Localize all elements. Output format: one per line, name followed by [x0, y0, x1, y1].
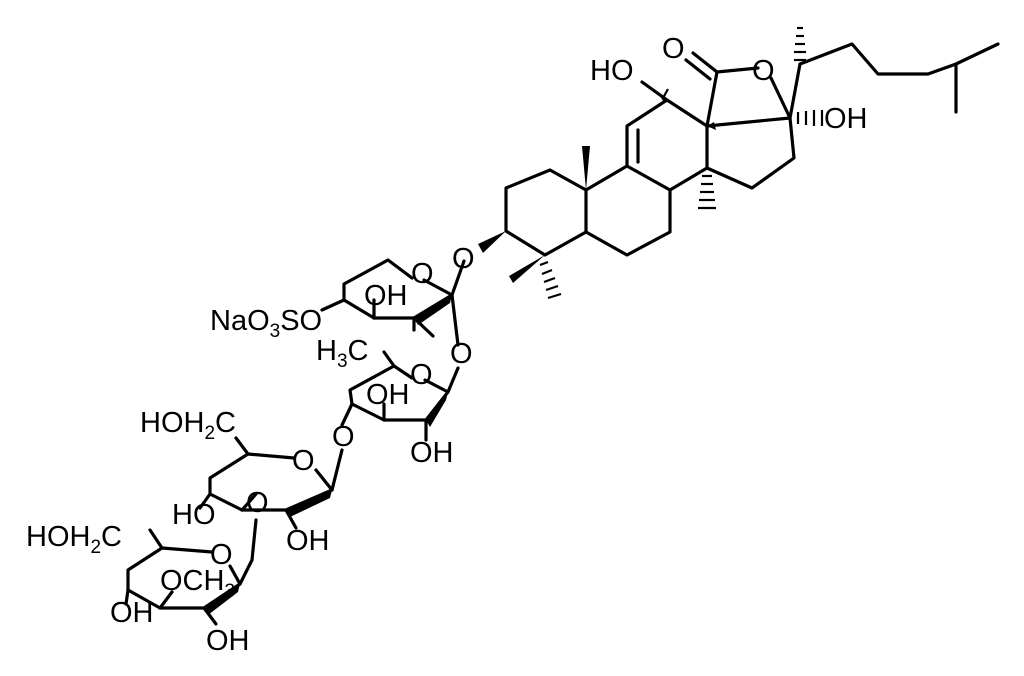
glucose-methylglucose-link-oxygen: O — [246, 487, 269, 519]
quinovose-hydroxyl-upper-label: OH — [366, 379, 410, 411]
lactone-ring-oxygen: O — [752, 55, 775, 87]
methylglucose-hydroxyl-left-label: OH — [110, 597, 154, 629]
c11-oh-bond — [640, 80, 669, 102]
c4-methyl-wedge — [509, 255, 545, 283]
xylose-ring-oxygen: O — [411, 258, 434, 290]
methylglucose-hydroxyl-lower-label: OH — [206, 625, 250, 657]
glycosidic-oxygen-aglycone: O — [452, 243, 475, 275]
c10-methyl-wedge — [582, 146, 590, 190]
c20-methyl-hash — [794, 26, 806, 62]
carbonyl-bond-1 — [691, 51, 719, 74]
quinovose-hydroxyl-lower-label: OH — [410, 437, 454, 469]
xylose-quinovose-link-oxygen: O — [450, 338, 473, 370]
c20-hydroxyl-label: OH — [824, 103, 868, 135]
ring-c — [625, 98, 709, 192]
c20-oh-hash — [796, 110, 824, 126]
quinovose-ring-oxygen: O — [410, 359, 433, 391]
c13-wedge — [707, 122, 716, 130]
quinovose-ring — [330, 350, 460, 492]
atom-labels: O O HO OH O O OH NaO3SO O H3C O OH OH O … — [26, 33, 868, 657]
xylose-ring — [320, 258, 466, 347]
glucose-hydroxyl-lower-label: OH — [286, 525, 330, 557]
glucose-ring-oxygen: O — [292, 445, 315, 477]
c3-o-wedge — [478, 231, 506, 253]
c14-methyl-hash — [698, 174, 716, 210]
ring-b — [584, 164, 672, 257]
glucose-ring — [198, 436, 334, 586]
methylglucose-ring-oxygen: O — [210, 539, 233, 571]
glucose-hydroxyl-left-label: HO — [172, 499, 216, 531]
ring-d — [705, 116, 796, 190]
c4-methyl-hash — [539, 260, 562, 300]
glucose-hydroxymethyl-label: HOH2C — [140, 407, 236, 444]
ring-a — [504, 168, 588, 257]
methylglucose-methoxy-label: OCH3 — [160, 565, 235, 602]
quinovose-methyl-label: H3C — [316, 335, 368, 372]
xylose-hydroxyl-label: OH — [364, 280, 408, 312]
methylglucose-hydroxymethyl-label: HOH2C — [26, 521, 122, 558]
lactone-carbonyl-oxygen: O — [662, 33, 685, 65]
aglycone-skeleton — [478, 26, 1000, 300]
quinovose-glucose-link-oxygen: O — [332, 421, 355, 453]
methylglucose-ring — [124, 528, 242, 626]
c11-hydroxyl-label: HO — [590, 55, 634, 87]
sulfate-group-label: NaO3SO — [210, 305, 322, 342]
side-chain — [788, 42, 1000, 120]
carbonyl-bond-2 — [684, 58, 712, 81]
lactone-ring — [705, 66, 792, 128]
